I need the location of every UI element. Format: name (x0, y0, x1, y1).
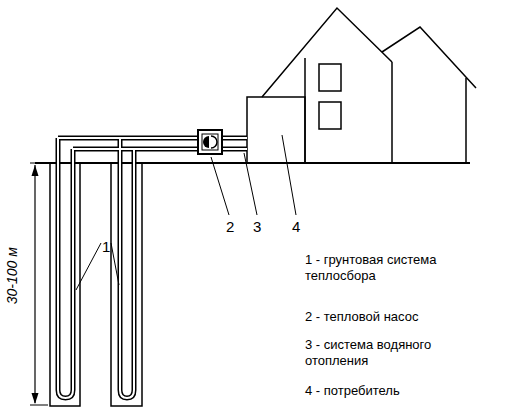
heating-pipe (222, 136, 247, 141)
ground-pipe (58, 138, 73, 398)
callout-number: 4 (292, 218, 300, 237)
house-roof (382, 27, 476, 88)
heat-pump-inner (202, 134, 218, 150)
heat-pump-symbol (203, 136, 209, 148)
heating-pipe (222, 147, 247, 152)
house-wall (304, 58, 306, 163)
legend-text: 4 - потребитель (305, 383, 490, 399)
borehole (111, 163, 142, 406)
heat-pump (198, 130, 222, 154)
legend-text: 2 - тепловой насос (305, 309, 490, 325)
callout-number: 3 (253, 218, 261, 237)
window (319, 64, 341, 91)
house-annex (247, 97, 305, 163)
house-roof (262, 8, 392, 97)
window (319, 102, 341, 129)
dimension-tick (30, 405, 48, 406)
leader-line (244, 153, 257, 215)
callout-number: 2 (226, 218, 234, 237)
leader-line (76, 243, 101, 290)
leader-line (282, 135, 296, 215)
ground-pipe (120, 138, 134, 398)
house-wall (465, 78, 467, 163)
leader-line (111, 243, 119, 285)
dimension-arrow (32, 165, 39, 176)
dimension-arrow (32, 393, 39, 404)
heat-pump-symbol (211, 136, 217, 148)
legend-text: 1 - грунтовая система теплосбора (305, 252, 490, 285)
leader-line (211, 157, 229, 215)
house-wall (391, 62, 393, 163)
supply-pipe (58, 136, 198, 141)
dimension-line (34, 165, 35, 403)
dimension-tick (30, 163, 48, 164)
return-pipe (73, 147, 198, 152)
legend-text: 3 - система водяного отопления (305, 337, 475, 370)
callout-number: 1 (102, 238, 110, 257)
dimension-label: 30-100 м (4, 247, 22, 304)
